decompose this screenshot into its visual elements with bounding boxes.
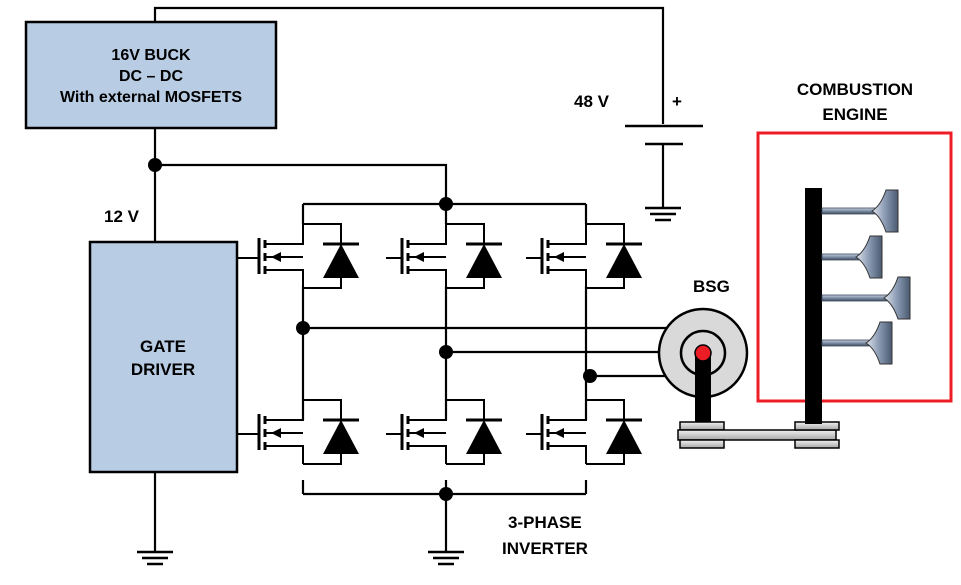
mosfet-low-side-a — [241, 398, 361, 466]
inverter-title: 3-PHASE — [508, 513, 582, 532]
buck-description: With external MOSFETS — [60, 89, 242, 106]
buck-subtitle: DC – DC — [119, 68, 183, 85]
gate-driver-title: GATE — [140, 337, 186, 356]
inverter-subtitle: INVERTER — [502, 539, 588, 558]
battery-voltage-label: 48 V — [574, 92, 610, 111]
buck-title: 16V BUCK — [111, 47, 191, 64]
belt-assembly — [677, 421, 840, 449]
valve-3 — [821, 276, 911, 320]
valve-4 — [821, 321, 893, 365]
valve-1 — [821, 189, 899, 233]
gate-driver-voltage-label: 12 V — [104, 207, 140, 226]
buck-converter-block — [24, 20, 278, 130]
mosfet-high-side-c — [524, 222, 644, 290]
engine-subtitle: ENGINE — [822, 105, 887, 124]
ground-symbol-inverter — [428, 550, 464, 566]
rotor-dot — [694, 344, 712, 362]
mosfet-low-side-c — [524, 398, 644, 466]
bsg-motor — [657, 307, 749, 423]
mosfet-low-side-b — [384, 398, 504, 466]
ground-symbol-gate-driver — [137, 550, 173, 566]
bsg-label: BSG — [693, 277, 730, 296]
mosfet-high-side-b — [384, 222, 504, 290]
crankshaft — [805, 188, 822, 424]
ground-symbol-battery — [645, 206, 681, 222]
engine-title: COMBUSTION — [797, 80, 913, 99]
gate-driver-block — [88, 240, 239, 474]
mosfet-high-side-a — [241, 222, 361, 290]
battery-plus-label: + — [672, 92, 682, 111]
gate-driver-subtitle: DRIVER — [131, 360, 195, 379]
engine-boundary — [756, 131, 953, 403]
valve-2 — [821, 235, 883, 279]
